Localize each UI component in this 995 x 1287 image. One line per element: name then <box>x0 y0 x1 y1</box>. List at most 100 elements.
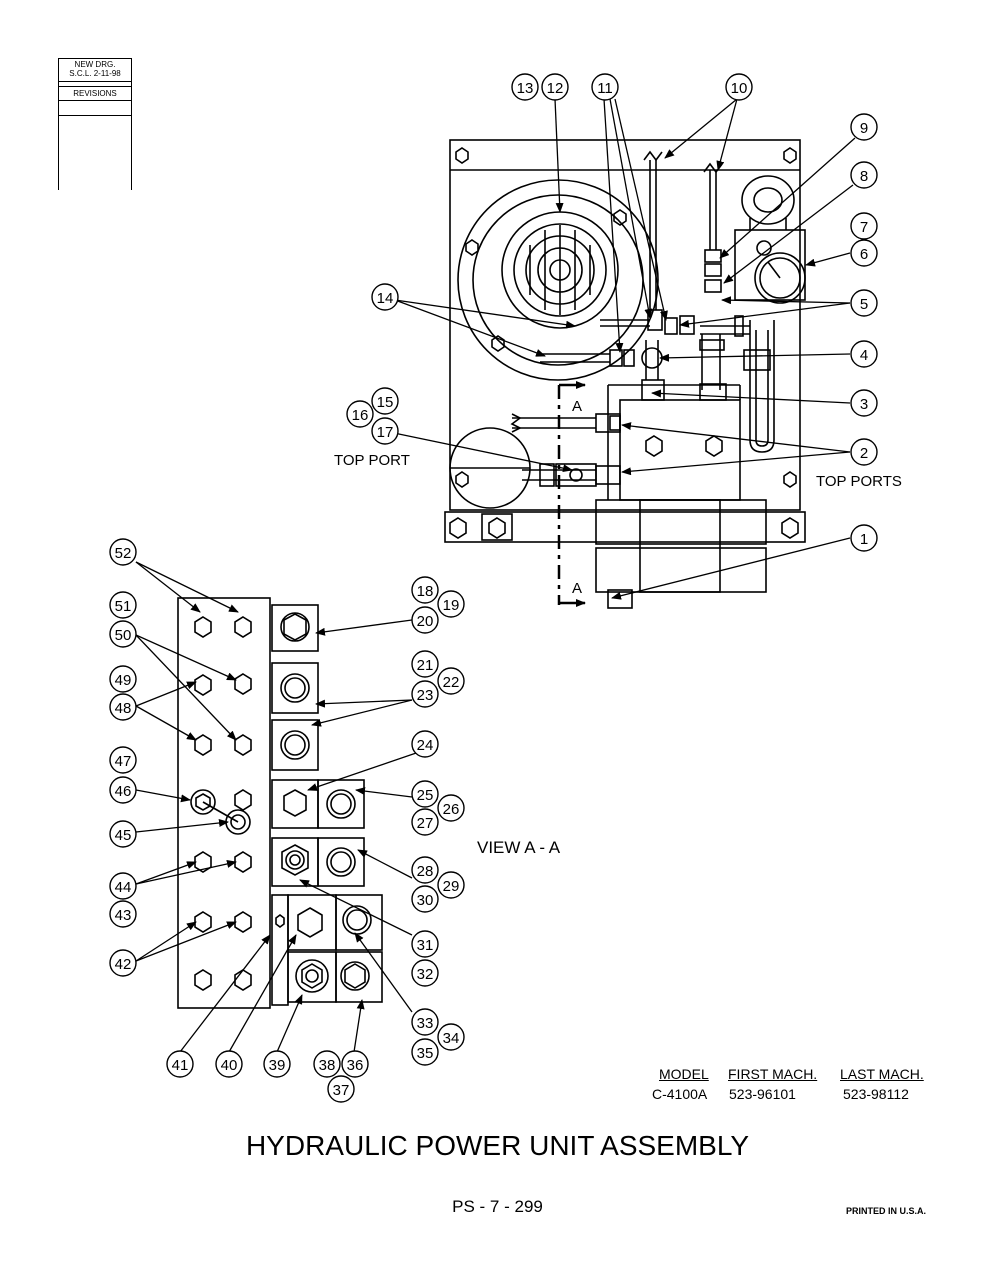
svg-text:7: 7 <box>860 219 868 236</box>
page-title: HYDRAULIC POWER UNIT ASSEMBLY <box>245 1130 750 1161</box>
callout-balloon: 3 <box>850 389 878 417</box>
callout-balloon: 6 <box>850 239 878 267</box>
leader-lines <box>135 98 856 1053</box>
svg-text:22: 22 <box>443 674 460 691</box>
callout-balloon: 37 <box>327 1075 355 1103</box>
callout-balloon: 26 <box>437 794 465 822</box>
svg-text:45: 45 <box>115 827 132 844</box>
svg-text:43: 43 <box>115 907 132 924</box>
svg-text:37: 37 <box>333 1082 350 1099</box>
callout-balloon: 42 <box>109 949 137 977</box>
callout-balloon: 30 <box>411 885 439 913</box>
svg-text:18: 18 <box>417 583 434 600</box>
svg-text:39: 39 <box>269 1057 286 1074</box>
callout-balloon: 41 <box>166 1050 194 1078</box>
svg-text:42: 42 <box>115 956 132 973</box>
svg-text:41: 41 <box>172 1057 189 1074</box>
svg-text:49: 49 <box>115 672 132 689</box>
callout-balloon: 33 <box>411 1008 439 1036</box>
svg-text:36: 36 <box>347 1057 364 1074</box>
revision-box: NEW DRG. S.C.L. 2-11-98 REVISIONS <box>58 58 132 190</box>
svg-text:3: 3 <box>860 396 868 413</box>
svg-text:27: 27 <box>417 815 434 832</box>
svg-text:26: 26 <box>443 801 460 818</box>
callout-balloon: 15 <box>371 387 399 415</box>
svg-text:17: 17 <box>377 424 394 441</box>
callout-balloon: 22 <box>437 667 465 695</box>
svg-text:21: 21 <box>417 657 434 674</box>
callout-balloon: 21 <box>411 650 439 678</box>
callout-balloon: 50 <box>109 620 137 648</box>
view-a-a-manifold <box>177 597 383 1009</box>
callout-balloon: 52 <box>109 538 137 566</box>
svg-text:2: 2 <box>860 445 868 462</box>
svg-text:8: 8 <box>860 168 868 185</box>
callout-balloon: 13 <box>511 73 539 101</box>
model-header: MODEL <box>659 1066 709 1082</box>
callout-balloon: 5 <box>850 289 878 317</box>
last-mach-header: LAST MACH. <box>840 1066 924 1082</box>
first-mach-header: FIRST MACH. <box>728 1066 818 1082</box>
svg-text:30: 30 <box>417 892 434 909</box>
svg-text:9: 9 <box>860 120 868 137</box>
revisions-label: REVISIONS <box>73 89 117 98</box>
svg-text:20: 20 <box>417 613 434 630</box>
callout-balloon: 49 <box>109 665 137 693</box>
callouts-upper: 1 2 3 4 5 6 7 8 9 10 11 12 13 14 15 16 1… <box>346 73 878 552</box>
callout-balloon: 14 <box>371 283 399 311</box>
svg-text:46: 46 <box>115 783 132 800</box>
svg-text:28: 28 <box>417 863 434 880</box>
top-ports-label: TOP PORTS <box>816 473 902 490</box>
svg-text:5: 5 <box>860 296 868 313</box>
callout-balloon: 10 <box>725 73 753 101</box>
callout-balloon: 27 <box>411 808 439 836</box>
top-port-label: TOP PORT <box>334 452 410 469</box>
callout-balloon: 1 <box>850 524 878 552</box>
svg-text:47: 47 <box>115 753 132 770</box>
svg-text:31: 31 <box>417 937 434 954</box>
callout-balloon: 34 <box>437 1023 465 1051</box>
svg-text:13: 13 <box>517 80 534 97</box>
svg-text:19: 19 <box>443 597 460 614</box>
svg-text:24: 24 <box>417 737 434 754</box>
printed-in-usa: PRINTED IN U.S.A. <box>846 1206 927 1216</box>
svg-text:35: 35 <box>417 1045 434 1062</box>
callout-balloon: 12 <box>541 73 569 101</box>
callout-balloon: 31 <box>411 930 439 958</box>
svg-text:1: 1 <box>860 531 868 548</box>
callout-balloon: 4 <box>850 340 878 368</box>
svg-text:50: 50 <box>115 627 132 644</box>
model-table: MODEL FIRST MACH. LAST MACH. C-4100A 523… <box>640 1066 960 1106</box>
page-number: PS - 7 - 299 <box>452 1197 543 1216</box>
svg-text:44: 44 <box>115 879 132 896</box>
view-a-a-label: VIEW A - A <box>477 838 561 857</box>
callout-balloon: 18 <box>411 576 439 604</box>
callout-balloon: 36 <box>341 1050 369 1078</box>
first-mach-value: 523-96101 <box>729 1086 796 1102</box>
model-value: C-4100A <box>652 1086 708 1102</box>
svg-text:16: 16 <box>352 407 369 424</box>
callout-balloon: 25 <box>411 780 439 808</box>
callout-balloon: 19 <box>437 590 465 618</box>
svg-text:23: 23 <box>417 687 434 704</box>
callout-balloon: 40 <box>215 1050 243 1078</box>
svg-text:29: 29 <box>443 878 460 895</box>
callout-balloon: 39 <box>263 1050 291 1078</box>
callout-balloon: 46 <box>109 776 137 804</box>
svg-text:12: 12 <box>547 80 564 97</box>
svg-text:52: 52 <box>115 545 132 562</box>
svg-text:11: 11 <box>597 80 613 97</box>
callout-balloon: 32 <box>411 959 439 987</box>
last-mach-value: 523-98112 <box>843 1086 909 1102</box>
section-line-a-a <box>557 381 586 607</box>
revision-new-drawing: NEW DRG. S.C.L. 2-11-98 <box>69 60 121 78</box>
svg-text:15: 15 <box>377 394 394 411</box>
svg-text:33: 33 <box>417 1015 434 1032</box>
svg-text:32: 32 <box>417 966 434 983</box>
callout-balloon: 8 <box>850 161 878 189</box>
callout-balloon: 45 <box>109 820 137 848</box>
callout-balloon: 23 <box>411 680 439 708</box>
callout-balloon: 16 <box>346 400 374 428</box>
svg-text:51: 51 <box>115 598 132 615</box>
svg-text:14: 14 <box>377 290 394 307</box>
